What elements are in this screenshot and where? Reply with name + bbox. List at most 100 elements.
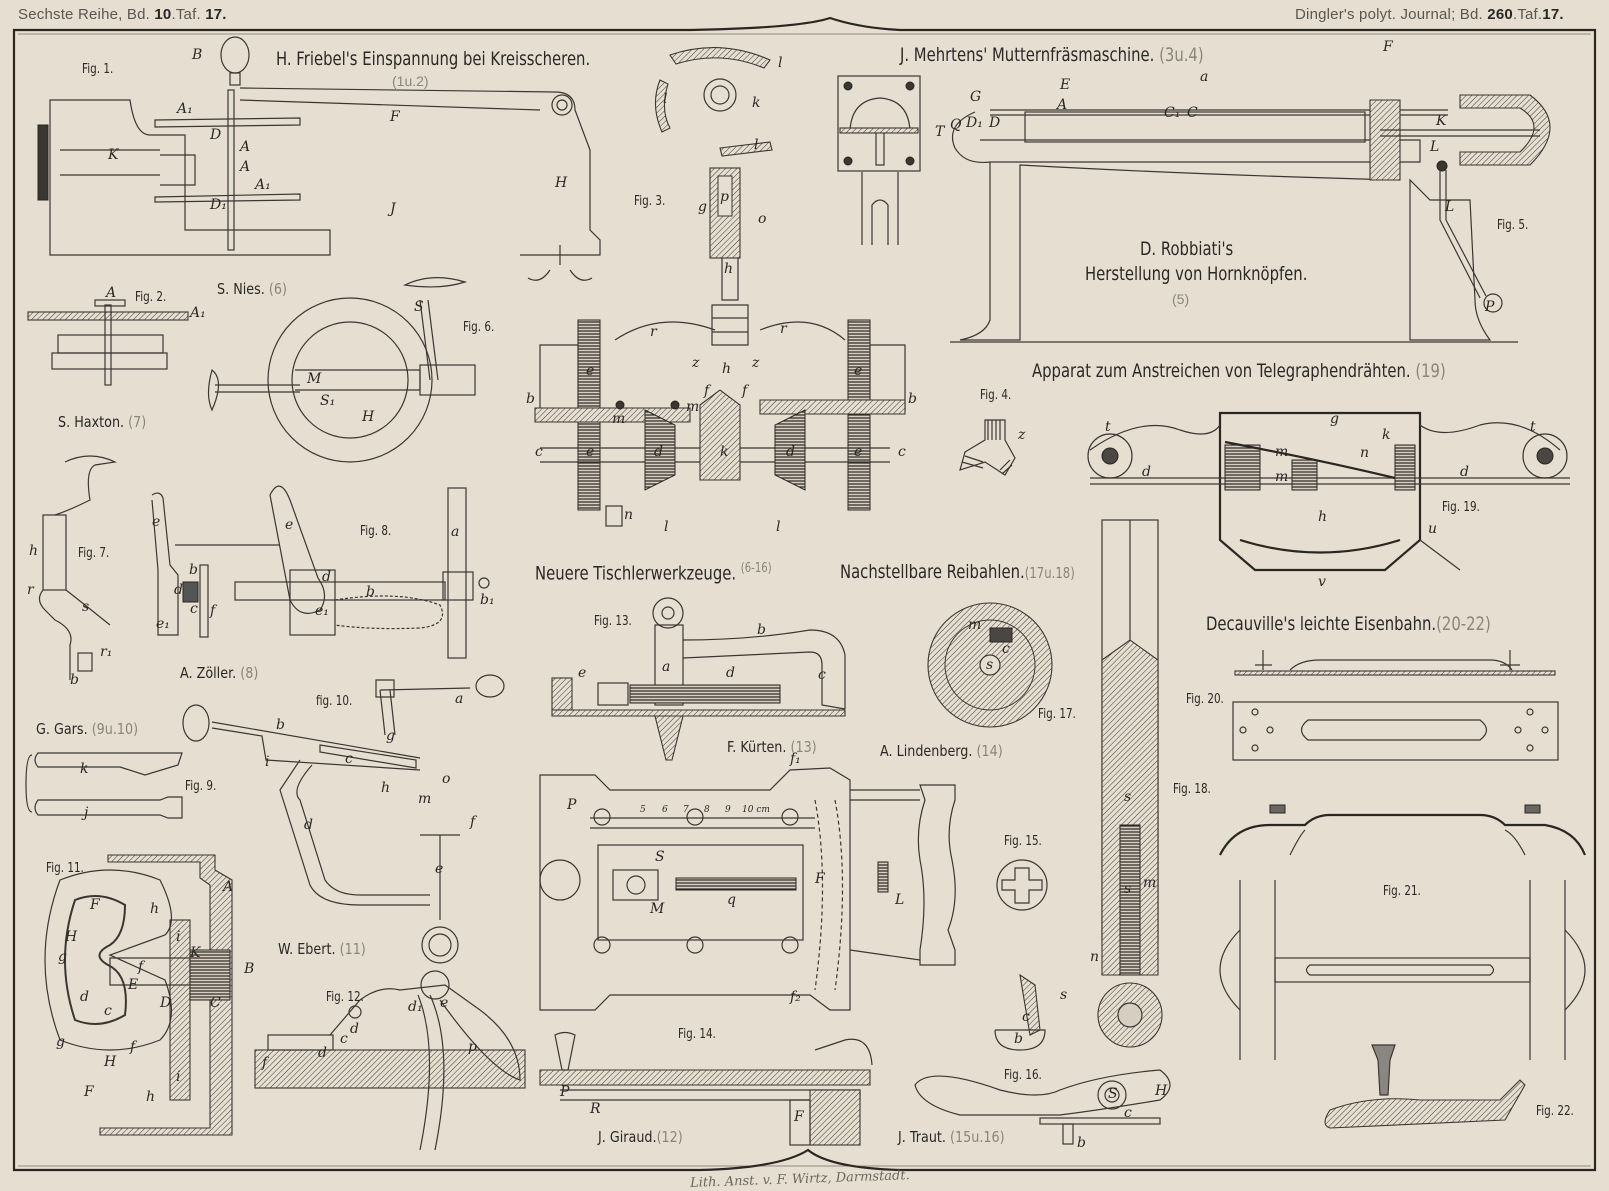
part-label: c — [1002, 641, 1010, 657]
part-label: a — [662, 659, 671, 675]
part-label: T — [935, 124, 945, 140]
part-label: M — [650, 901, 665, 917]
part-label: p — [720, 189, 729, 205]
part-label: n — [624, 507, 634, 523]
fig-label-9: Fig. 9. — [185, 779, 217, 794]
fig-label-10: fig. 10. — [316, 694, 353, 709]
part-label: u — [1428, 521, 1438, 537]
part-label: Q — [950, 117, 962, 133]
fig8-drawing — [151, 485, 490, 659]
part-label: e — [152, 514, 161, 530]
author-giraud: J. Giraud.(12) — [598, 1128, 683, 1146]
part-label: L — [1430, 139, 1440, 155]
part-label: c — [190, 601, 198, 617]
part-label: b — [1077, 1135, 1086, 1151]
part-label: e₁ — [315, 603, 329, 619]
part-label: f₁ — [790, 751, 801, 767]
part-label: f — [742, 383, 748, 399]
part-label: L — [895, 892, 905, 908]
part-label: A — [106, 285, 117, 301]
section-title-robbiati-1: D. Robbiati's — [1140, 238, 1234, 260]
part-label: z — [752, 355, 760, 371]
fig-label-12: Fig. 12. — [326, 990, 364, 1005]
author-traut: J. Traut. (15u.16) — [898, 1128, 1005, 1146]
part-label: G — [970, 89, 982, 105]
fig22-drawing — [1324, 1044, 1526, 1129]
scale-tick-label: 5 — [640, 805, 646, 815]
fig-label-11: Fig. 11. — [46, 861, 84, 876]
scale-tick-label: 8 — [704, 805, 710, 815]
section-title-telegraph: Apparat zum Anstreichen von Telegraphend… — [1032, 360, 1446, 382]
part-label: l — [776, 519, 781, 535]
part-label: d — [174, 582, 183, 598]
part-label: K — [1436, 113, 1447, 129]
part-label: h — [724, 261, 734, 277]
part-label: h — [150, 901, 160, 917]
part-label: S — [1108, 1086, 1118, 1102]
part-label: g — [698, 199, 707, 215]
part-label: k — [80, 761, 89, 777]
section-ref-robbiati: (5) — [1172, 291, 1190, 307]
fig3-drawing — [534, 47, 906, 527]
fig5-drawing — [950, 94, 1551, 343]
part-label: c — [818, 667, 826, 683]
part-label: E — [128, 977, 139, 993]
part-label: d — [726, 665, 735, 681]
part-label: o — [442, 771, 451, 787]
part-label: t — [1530, 419, 1536, 435]
part-label: i — [176, 1069, 181, 1085]
part-label: f — [262, 1055, 268, 1071]
part-label: m — [612, 411, 626, 427]
fig-label-5: Fig. 5. — [1497, 218, 1529, 233]
part-label: e — [435, 861, 444, 877]
part-label: K — [190, 945, 201, 961]
part-label: e — [578, 665, 587, 681]
part-label: c — [1124, 1105, 1132, 1121]
fig15-drawing — [996, 859, 1048, 911]
part-label: F — [84, 1084, 94, 1100]
fig-label-2: Fig. 2. — [135, 290, 167, 305]
part-label: c — [345, 751, 353, 767]
part-label: k — [720, 444, 729, 460]
part-label: h — [722, 361, 732, 377]
section-title-robbiati-2: Herstellung von Hornknöpfen. — [1085, 263, 1308, 285]
header-taf: Taf. — [175, 6, 201, 23]
part-label: e — [586, 363, 595, 379]
fig-label-17: Fig. 17. — [1038, 707, 1076, 722]
part-label: A — [1057, 97, 1068, 113]
part-label: h — [1318, 509, 1328, 525]
section-title-reibahlen: Nachstellbare Reibahlen.(17u.18) — [840, 561, 1075, 583]
fig18-drawing — [1097, 519, 1163, 1048]
fig1-drawing — [37, 36, 601, 281]
header-journal-taf: Taf. — [1517, 6, 1543, 23]
part-label: s — [1124, 789, 1132, 805]
fig14-drawing — [539, 767, 956, 1011]
section-title-decauville: Decauville's leichte Eisenbahn.(20-22) — [1206, 613, 1491, 635]
fig-label-13: Fig. 13. — [594, 614, 632, 629]
header-volume: 10 — [154, 6, 172, 23]
part-label: e — [586, 444, 595, 460]
author-ebert: W. Ebert. (11) — [278, 940, 366, 958]
part-label: R — [590, 1101, 601, 1117]
part-label: m — [968, 617, 982, 633]
part-label: H — [65, 929, 78, 945]
part-label: s — [82, 599, 90, 615]
part-label: g — [1330, 411, 1339, 427]
section-title-friebel: H. Friebel's Einspannung bei Kreisschere… — [276, 48, 591, 70]
plate-header-right: Dingler's polyt. Journal; Bd. 260.Taf.17… — [1295, 6, 1564, 23]
fig-label-19: Fig. 19. — [1442, 500, 1480, 515]
part-label: e — [854, 363, 863, 379]
part-label: f₂ — [790, 989, 801, 1005]
part-label: l — [663, 91, 668, 107]
part-label: r — [780, 321, 787, 337]
part-label: F — [794, 1109, 804, 1125]
fig20-drawing — [1232, 650, 1559, 761]
fig11-drawing — [44, 854, 233, 1136]
header-series: Sechste Reihe, Bd. — [18, 6, 151, 23]
fig-label-18: Fig. 18. — [1173, 782, 1211, 797]
fig10-drawing — [182, 674, 505, 964]
part-label: h — [381, 780, 391, 796]
fig-label-21: Fig. 21. — [1383, 884, 1421, 899]
part-label: H — [362, 409, 375, 425]
part-label: b — [70, 672, 79, 688]
